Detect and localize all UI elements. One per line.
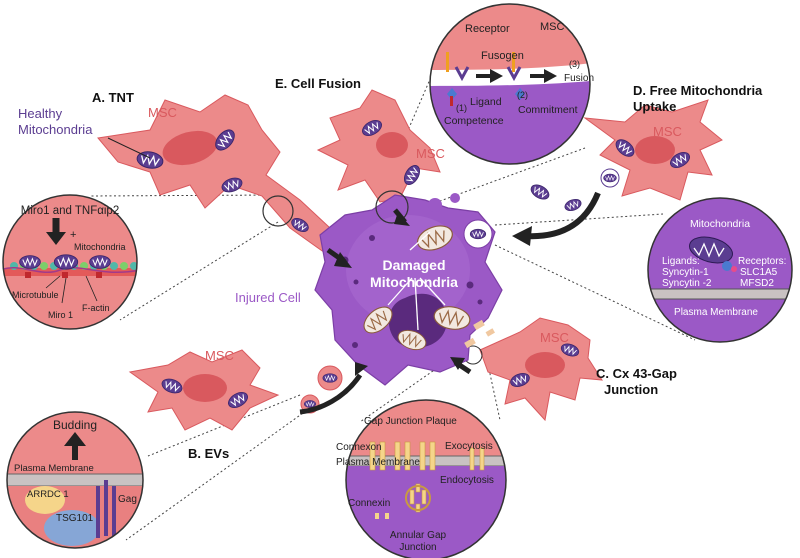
label-healthy-mito-line2: Mitochondria [18, 122, 93, 137]
label-tnt: A. TNT [92, 90, 134, 105]
msc-cell-tnt [97, 94, 346, 263]
fusion-inset-commitment-label: Commitment [518, 104, 578, 116]
tnt-inset-title: Miro1 and TNFαip2 [21, 205, 119, 217]
label-injured-cell: Injured Cell [235, 290, 301, 305]
ev-inset-budding-label: Budding [53, 418, 97, 432]
fusion-inset-ligand-label: Ligand [470, 96, 502, 108]
fusion-inset-step2-number: (2) [517, 90, 528, 100]
gap-inset-exocytosis-label: Exocytosis [445, 441, 493, 452]
tnt-inset-factin-label: F-actin [82, 303, 110, 313]
ev-inset-tsg-label: TSG101 [56, 513, 94, 524]
gap-inset-plaque-label: Gap Junction Plaque [364, 416, 457, 427]
free-inset-mfsd2-label: MFSD2 [740, 278, 774, 289]
tnt-inset-miro-label: Miro 1 [48, 310, 73, 320]
free-mito-inset: Mitochondria Ligands: Syncytin-1 Syncyti… [647, 197, 793, 343]
msc-cell-fusion [316, 89, 441, 203]
tnt-inset-microtubule-label: Microtubule [12, 290, 59, 300]
gap-inset-endocytosis-label: Endocytosis [440, 475, 494, 486]
fusion-inset-fusogen-label: Fusogen [481, 50, 524, 62]
arrows [299, 191, 601, 415]
label-cx43-line2: Junction [604, 382, 658, 397]
fusion-inset-receptor-label: Receptor [465, 23, 510, 35]
fusion-inset-step1-number: (1) [456, 103, 467, 113]
gap-inset-annular-label-line1: Annular Gap [390, 530, 447, 541]
fusion-inset: MSC Receptor Fusogen (3) Fusion (1) Liga… [429, 3, 594, 165]
fusion-inset-step3-number: (3) [569, 59, 580, 69]
label-free-mito-line2: Uptake [633, 99, 676, 114]
gap-inset-membrane-label: Plasma Membrane [336, 457, 420, 468]
label-msc-free: MSC [653, 124, 682, 139]
label-msc-tnt: MSC [148, 105, 177, 120]
gap-inset-connexin-label: Connexin [348, 498, 390, 509]
label-msc-gap: MSC [540, 330, 569, 345]
fusion-inset-fusion-label: Fusion [564, 73, 594, 84]
label-free-mito-line1: D. Free Mitochondria [633, 83, 763, 98]
tnt-inset: Miro1 and TNFαip2 + Mitochondria Microtu… [2, 194, 138, 330]
tnt-inset-plus: + [70, 229, 76, 241]
msc-cell-gap [463, 317, 603, 422]
ev-inset: Budding Plasma Membrane ARRDC 1 TSG101 G… [6, 411, 144, 549]
free-inset-mitochondria-label: Mitochondria [690, 218, 750, 230]
label-msc-fusion: MSC [416, 146, 445, 161]
gap-junction-contact [464, 319, 495, 349]
gap-inset-connexon-label: Connexon [336, 442, 382, 453]
label-evs: B. EVs [188, 446, 229, 461]
free-inset-slc1a5-label: SLC1A5 [740, 267, 778, 278]
fusion-inset-competence-label: Competence [444, 115, 504, 127]
label-cell-fusion: E. Cell Fusion [275, 76, 361, 91]
injured-cell [314, 190, 503, 386]
free-inset-receptors-label: Receptors: [738, 256, 786, 267]
tnt-inset-mitochondria-label: Mitochondria [74, 242, 126, 252]
free-inset-syncytin2-label: Syncytin -2 [662, 278, 712, 289]
label-damaged-mito-line1: Damaged [382, 257, 445, 273]
label-msc-evs: MSC [205, 348, 234, 363]
msc-cell-free [583, 99, 723, 201]
label-healthy-mito-line1: Healthy [18, 106, 63, 121]
label-cx43-line1: C. Cx 43-Gap [596, 366, 677, 381]
label-damaged-mito-line2: Mitochondria [370, 274, 458, 290]
ev-inset-arrdc-label: ARRDC 1 [27, 489, 69, 500]
free-inset-syncytin1-label: Syncytin-1 [662, 267, 709, 278]
fusion-inset-msc-label: MSC [540, 21, 565, 33]
free-inset-membrane-label: Plasma Membrane [674, 307, 758, 318]
gap-inset-annular-label-line2: Junction [399, 542, 436, 553]
ev-inset-membrane-label: Plasma Membrane [14, 463, 94, 474]
ev-inset-gag-label: Gag [118, 494, 137, 505]
msc-cell-evs [128, 349, 280, 431]
free-inset-ligands-label: Ligands: [662, 256, 700, 267]
gap-junction-inset: Gap Junction Plaque Connexon Plasma Memb… [336, 399, 507, 558]
